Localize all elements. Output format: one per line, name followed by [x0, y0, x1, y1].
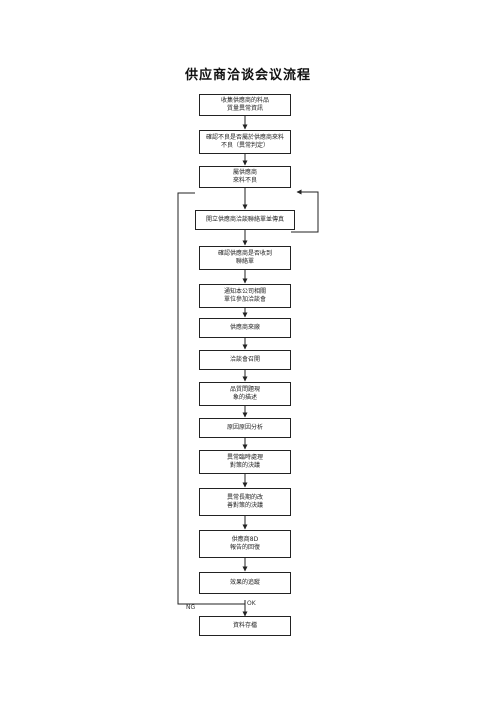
flow-step-11: 異常臨時處理對策的決議 — [199, 450, 291, 474]
flow-step-text: 異常長期的改 — [226, 494, 263, 501]
flow-step-text: 屬供應商 — [232, 169, 257, 176]
flow-step-12: 異常長期的改善對策的決議 — [199, 488, 291, 516]
flow-step-text: 洽談會召開 — [229, 356, 260, 363]
flow-step-text: 對策的決議 — [229, 462, 260, 469]
flow-step-3: 屬供應商來料不良 — [199, 166, 291, 188]
flow-step-15: 資料存檔 — [199, 616, 291, 636]
flow-step-text: 效果的追蹤 — [229, 579, 260, 586]
flow-step-text: 資料存檔 — [232, 622, 257, 629]
flow-step-2: 確認不良是否屬於供應商來料不良（異常判定） — [199, 130, 291, 154]
flow-step-10: 原因原因分析 — [199, 418, 291, 438]
flow-step-text: 報告的回復 — [229, 544, 260, 551]
flow-step-text: 開立供應商洽談聯絡單並傳真 — [205, 216, 284, 223]
flow-step-text: 質量異常資訊 — [226, 105, 263, 112]
flow-step-9: 品質問題現象的描述 — [199, 382, 291, 406]
ng-label: NG — [186, 604, 196, 611]
flow-step-14: 效果的追蹤 — [199, 572, 291, 594]
ok-label: OK — [247, 600, 256, 607]
flow-step-text: 確認不良是否屬於供應商來料 — [205, 134, 284, 141]
flow-step-text: 不良（異常判定） — [220, 142, 269, 149]
ng-loop-line — [177, 192, 246, 605]
flow-step-text: 單位參加洽談會 — [223, 296, 266, 303]
flow-step-text: 通知本公司相關 — [223, 288, 266, 295]
flow-step-text: 象的描述 — [232, 394, 257, 401]
flow-step-text: 收集供應商的料品 — [220, 97, 269, 104]
flow-step-5: 確認供應商是否收到聯絡單 — [199, 246, 291, 270]
flow-step-text: 聯絡單 — [235, 258, 254, 265]
flow-step-6: 通知本公司相關單位參加洽談會 — [199, 284, 291, 308]
flow-step-7: 供應商來廠 — [199, 318, 291, 338]
flow-step-text: 確認供應商是否收到 — [217, 250, 272, 257]
flow-step-text: 來料不良 — [232, 177, 257, 184]
flow-step-text: 供應商8D — [231, 536, 259, 543]
flow-step-1: 收集供應商的料品質量異常資訊 — [199, 94, 291, 116]
flow-step-text: 供應商來廠 — [229, 324, 260, 331]
flow-step-8: 洽談會召開 — [199, 350, 291, 370]
loop-back-arrow — [291, 189, 319, 233]
flow-step-4: 開立供應商洽談聯絡單並傳真 — [195, 210, 295, 230]
flow-step-text: 異常臨時處理 — [226, 454, 263, 461]
flow-step-text: 品質問題現 — [229, 386, 260, 393]
page-title: 供应商洽谈会议流程 — [184, 68, 311, 83]
flow-step-text: 原因原因分析 — [226, 424, 263, 431]
flow-step-text: 善對策的決議 — [226, 502, 263, 509]
